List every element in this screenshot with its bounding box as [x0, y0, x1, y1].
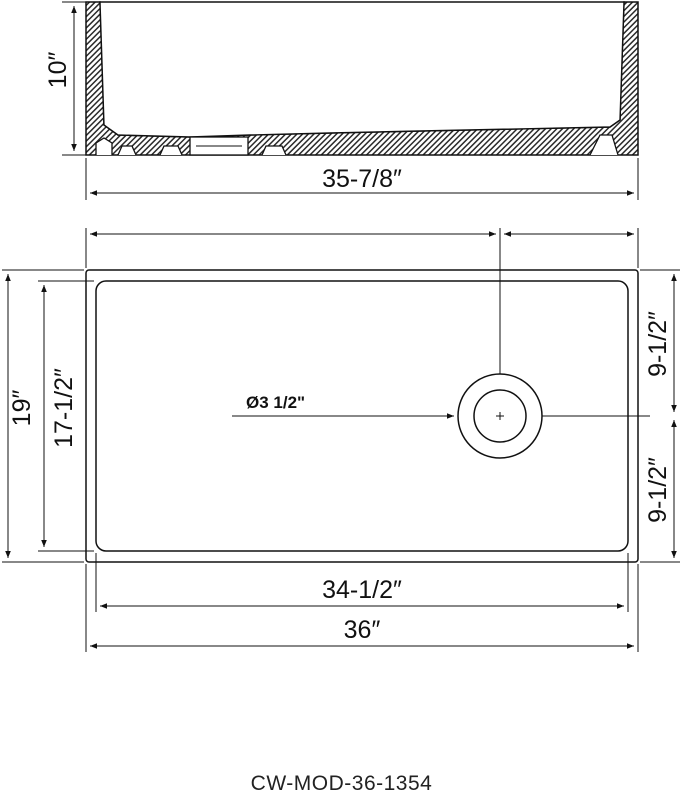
side-view: 10″ 35-7/8″ [44, 1, 639, 200]
side-width-label: 35-7/8″ [322, 165, 402, 193]
model-number: CW-MOD-36-1354 [250, 772, 433, 795]
sink-side-foot-right [589, 134, 619, 156]
sink-side-cavity [99, 1, 625, 138]
height-label: 10″ [44, 52, 72, 89]
drain-upper-offset-label: 9-1/2″ [644, 311, 672, 377]
inner-width-label: 34-1/2″ [322, 576, 402, 604]
sink-side-drain-seat [159, 145, 183, 156]
top-view: Ø3 1/2" 9-1/2″ 9-1/2″ 19″ 17-1/2″ 34-1/2… [2, 228, 680, 652]
drain-diameter-label: Ø3 1/2" [246, 393, 305, 412]
total-width-label: 36″ [344, 616, 381, 644]
sink-side-foot-left [95, 137, 113, 155]
sink-side-foot-mid [117, 145, 137, 156]
sink-side-foot-right-inner [261, 145, 287, 156]
inner-depth-label: 17-1/2″ [50, 368, 78, 448]
drain-lower-offset-label: 9-1/2″ [644, 457, 672, 523]
total-depth-label: 19″ [8, 390, 36, 427]
